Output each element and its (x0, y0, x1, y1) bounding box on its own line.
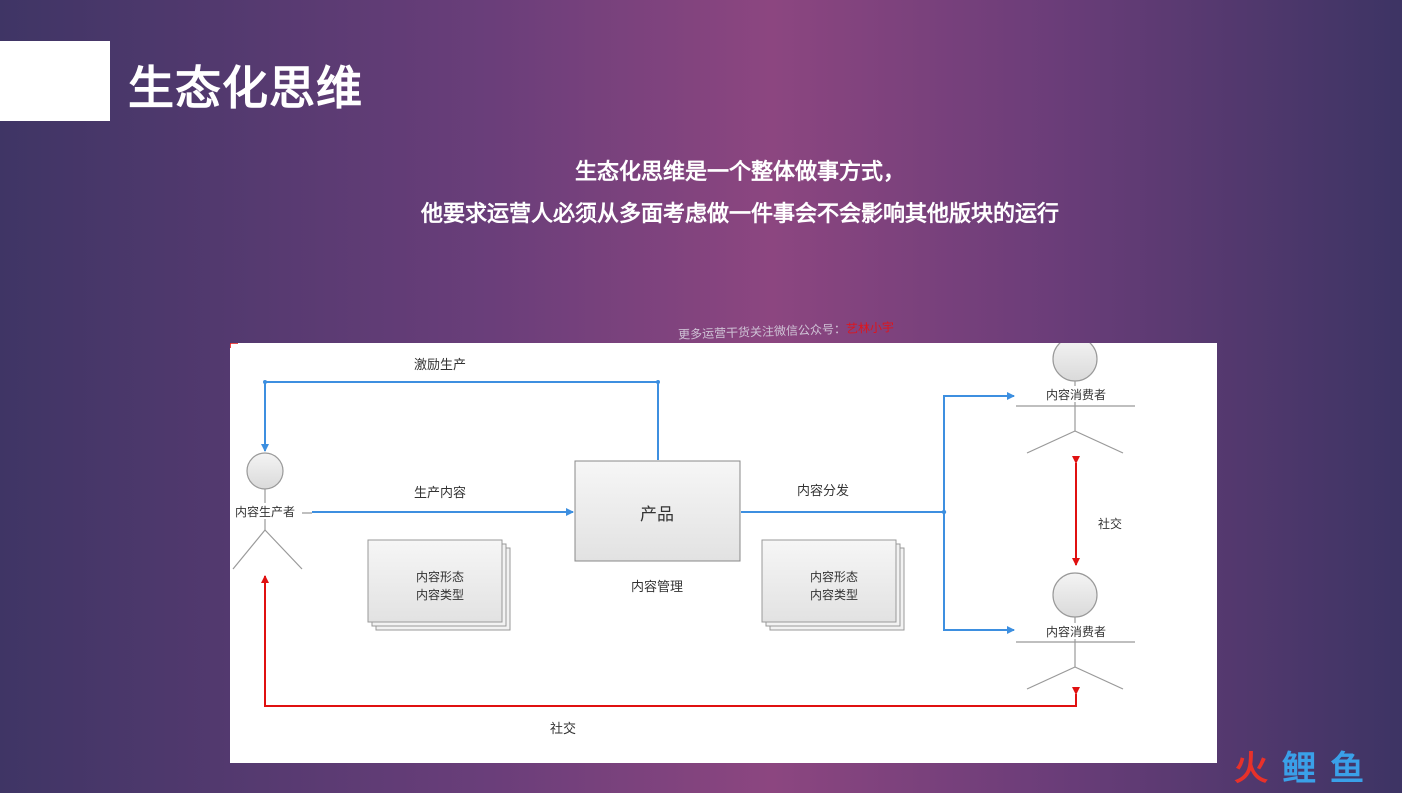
ecosystem-diagram: 内容生产者 激励生产 生产内容 内容形态 内容类型 产品 内容管理 内容分发 (230, 343, 1135, 737)
edge-label-social-right: 社交 (1098, 516, 1122, 531)
product-label: 产品 (640, 505, 674, 525)
huoliyu-logo: 火 鲤 鱼 (1234, 749, 1364, 789)
management-label: 内容管理 (631, 579, 683, 595)
edge-label-distribute: 内容分发 (797, 483, 849, 499)
logo-char-2: 鲤 (1282, 749, 1316, 788)
product-box (574, 460, 741, 562)
brand-logo: 火 鲤 鱼 (1234, 748, 1384, 789)
stack-box-right (761, 539, 905, 631)
logo-char-1: 火 (1234, 749, 1268, 788)
edge-label-incentive: 激励生产 (414, 358, 466, 373)
stack-left-line2: 内容类型 (416, 587, 464, 602)
distribute-arrow-bottom (943, 512, 1015, 634)
stack-left-line1: 内容形态 (416, 569, 464, 584)
logo-char-3: 鱼 (1330, 749, 1364, 788)
watermark: 更多运营干货关注微信公众号：艺林小宇 (678, 318, 894, 343)
watermark-highlight: 艺林小宇 (845, 320, 895, 336)
edge-label-social-bottom: 社交 (550, 721, 576, 737)
page-title: 生态化思维 (128, 61, 363, 115)
stack-right-line1: 内容形态 (810, 569, 858, 584)
edge-label-produce: 生产内容 (414, 485, 466, 501)
consumer-top-label: 内容消费者 (1046, 387, 1106, 402)
consumer-figure-top (1016, 343, 1135, 454)
subtitle-line-1: 生态化思维是一个整体做事方式， (574, 160, 905, 185)
consumer-bottom-label: 内容消费者 (1046, 624, 1106, 639)
social-arrow-bottom (261, 575, 1080, 707)
stack-box-left (367, 539, 511, 631)
diagram-canvas: 内容生产者 激励生产 生产内容 内容形态 内容类型 产品 内容管理 内容分发 (230, 343, 1217, 763)
distribute-arrow-top (943, 392, 1015, 512)
subtitle-line-2: 他要求运营人必须从多面考虑做一件事会不会影响其他版块的运行 (420, 202, 1059, 227)
stack-right-line2: 内容类型 (810, 587, 858, 602)
watermark-text: 更多运营干货关注微信公众号： (677, 321, 847, 342)
title-accent-block (0, 41, 110, 121)
incentive-arrow (261, 381, 659, 460)
producer-label: 内容生产者 (235, 504, 295, 519)
